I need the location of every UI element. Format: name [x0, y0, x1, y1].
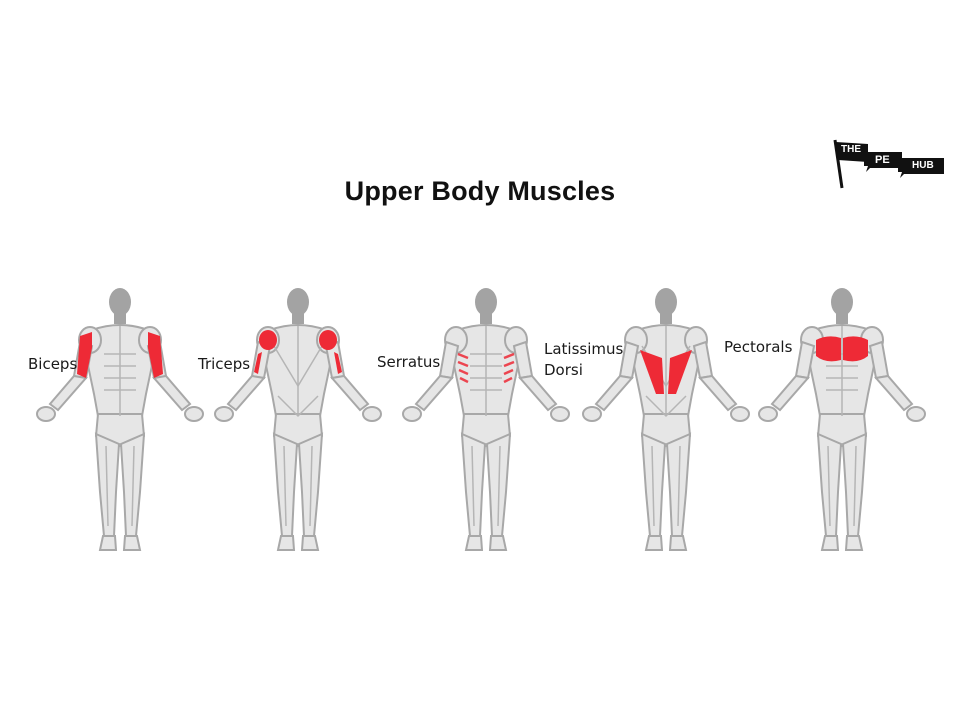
- logo-pe: PE: [875, 154, 890, 166]
- label-line-1: Latissimus: [544, 340, 624, 358]
- label-biceps: Biceps: [28, 355, 78, 373]
- back-body-icon: [582, 287, 750, 551]
- logo-the: THE: [841, 144, 861, 155]
- label-pectorals: Pectorals: [724, 338, 793, 356]
- flag-icon: [833, 139, 944, 189]
- figure-biceps: [30, 286, 210, 558]
- back-body-icon: [214, 287, 382, 551]
- logo-hub: HUB: [912, 160, 934, 171]
- label-line-2: Dorsi: [544, 361, 583, 379]
- page-title: Upper Body Muscles: [344, 176, 616, 206]
- figure-serratus: [396, 286, 576, 558]
- label-serratus: Serratus: [377, 353, 441, 371]
- label-latissimus-dorsi: Latissimus Dorsi: [544, 339, 623, 381]
- biceps-left-highlight: [77, 332, 92, 378]
- figure-latissimus-dorsi: [576, 286, 756, 558]
- front-body-icon: [36, 287, 204, 551]
- biceps-right-highlight: [148, 332, 163, 378]
- figure-triceps: [208, 286, 388, 558]
- the-pe-hub-logo: THE PE HUB: [830, 138, 948, 190]
- front-body-icon: [758, 287, 926, 551]
- label-triceps: Triceps: [198, 355, 251, 373]
- front-body-icon: [402, 287, 570, 551]
- figure-pectorals: [752, 286, 932, 558]
